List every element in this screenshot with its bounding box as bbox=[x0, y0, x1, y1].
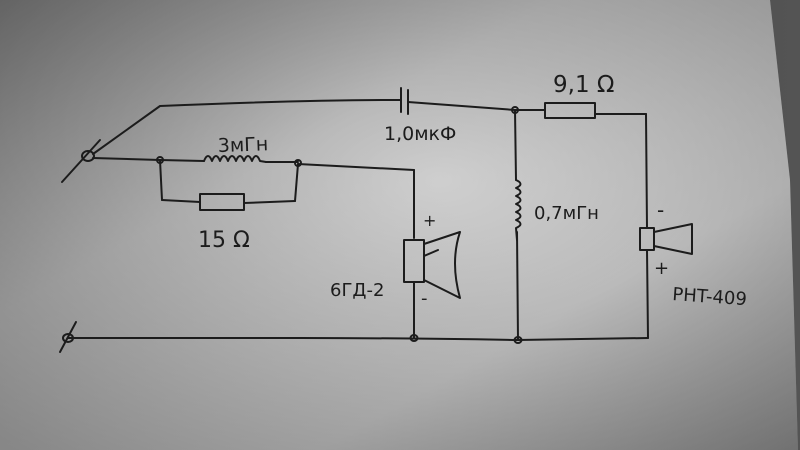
label-woofer-model: 6ГД-2 bbox=[330, 280, 384, 301]
woofer-speaker-icon bbox=[403, 231, 461, 299]
tweeter-speaker-icon bbox=[639, 223, 693, 255]
capacitor-symbol bbox=[400, 87, 409, 115]
inductor-main-symbol bbox=[203, 155, 267, 163]
resistor-15-symbol bbox=[199, 193, 245, 211]
label-capacitor: 1,0мкФ bbox=[384, 123, 456, 145]
junctions bbox=[156, 106, 523, 344]
label-resistor-15: 15 Ω bbox=[198, 228, 250, 253]
inductor-shunt-symbol bbox=[515, 179, 522, 241]
resistor-9-1-symbol bbox=[544, 102, 596, 119]
tweeter-plus-sign: + bbox=[654, 258, 669, 279]
woofer-plus-sign: + bbox=[423, 211, 436, 230]
label-inductor-main: 3мГн bbox=[217, 133, 268, 157]
woofer-minus-sign: - bbox=[421, 288, 428, 309]
tweeter-minus-sign: - bbox=[657, 198, 664, 222]
junction-dot bbox=[513, 336, 523, 344]
labels: 3мГн 15 Ω 1,0мкФ 9,1 Ω 0,7мГн 6ГД-2 PHT-… bbox=[198, 72, 748, 310]
label-resistor-9-1: 9,1 Ω bbox=[553, 72, 614, 98]
junction-dot bbox=[294, 159, 302, 167]
junction-dot bbox=[156, 156, 164, 164]
input-terminal-top bbox=[61, 139, 101, 183]
wires bbox=[67, 99, 649, 341]
junction-dot bbox=[409, 334, 419, 342]
label-inductor-shunt: 0,7мГн bbox=[534, 203, 599, 224]
junction-dot bbox=[511, 106, 519, 114]
schematic bbox=[59, 87, 693, 353]
label-tweeter-model: PHT-409 bbox=[672, 284, 748, 310]
